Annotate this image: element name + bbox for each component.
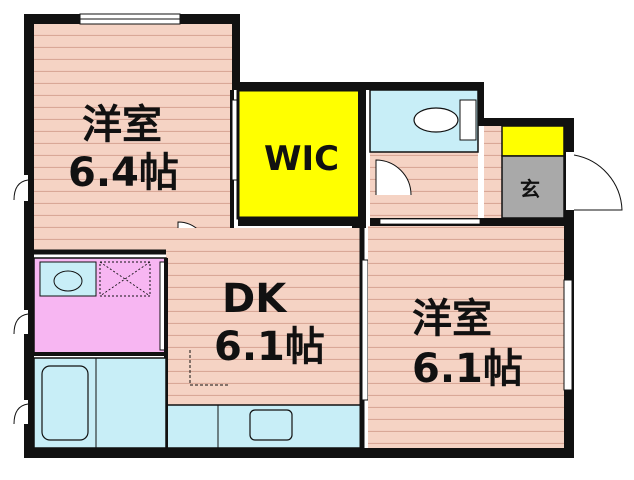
bathtub-icon <box>41 365 89 441</box>
washing-machine-icon <box>99 261 151 297</box>
western-room-2-size: 6.1帖 <box>412 346 523 392</box>
western-room-1: 洋室 6.4帖 <box>13 13 239 255</box>
entrance: 玄 <box>484 125 623 219</box>
dining-kitchen: DK 6.1帖 <box>165 226 369 449</box>
wash-basin-icon <box>53 270 83 292</box>
bathroom <box>13 357 167 449</box>
western-room-1-size: 6.4帖 <box>68 150 179 196</box>
western-room-2-name: 洋室 <box>412 296 492 342</box>
genkan-label: 玄 <box>520 177 540 201</box>
washroom <box>13 257 168 448</box>
walk-in-closet: WIC <box>236 88 364 226</box>
wic-label: WIC <box>264 139 339 179</box>
dk-size: 6.1帖 <box>214 324 325 370</box>
dk-name: DK <box>222 276 288 322</box>
toilet-icon <box>413 107 459 133</box>
sink-icon <box>249 409 293 441</box>
toilet-room <box>358 89 479 228</box>
western-room-2: 洋室 6.1帖 <box>368 226 573 448</box>
western-room-1-name: 洋室 <box>82 102 162 148</box>
